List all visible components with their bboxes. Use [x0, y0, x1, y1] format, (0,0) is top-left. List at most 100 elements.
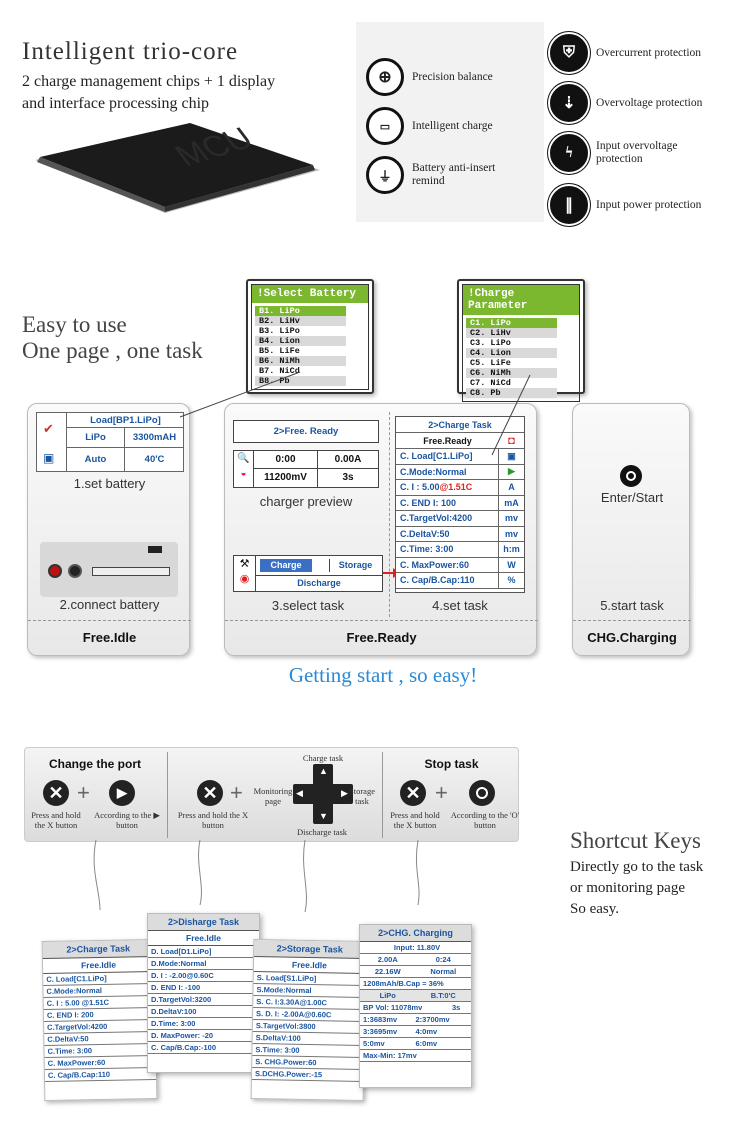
search-icon[interactable]: 🔍	[237, 453, 250, 464]
section1-subtitle-2: and interface processing chip	[22, 95, 210, 112]
parameter-option[interactable]: C2. LiHv	[466, 328, 557, 338]
change-port-caption-2: According to the ▶ button	[94, 810, 160, 830]
charge-tag-row: C. Cap/B.Cap:110	[44, 1068, 157, 1082]
charge-task-row-label: C.Mode:Normal	[396, 464, 499, 479]
charging-max-min: Max-Min: 17mv	[360, 1050, 471, 1062]
charge-task-row-text: C. END I: 100	[400, 497, 457, 508]
discharge-tag-sub: Free.Idle	[148, 931, 259, 946]
crosshair-icon: ⊕	[366, 58, 404, 96]
storage-task-tag: 2>Storage Task Free.Idle S. Load[S1.LiPo…	[250, 939, 367, 1101]
overvoltage-icon: ⇣	[550, 84, 588, 122]
panel-chg-charging: Enter/Start 5.start task CHG.Charging	[572, 403, 691, 656]
battery-option[interactable]: B2. LiHv	[255, 316, 346, 326]
charge-task-row[interactable]: C. END I: 100 mA	[396, 495, 524, 511]
change-port-title: Change the port	[49, 757, 141, 771]
set-battery-mode[interactable]: Auto	[67, 448, 125, 471]
parameter-option[interactable]: C8. Pb	[466, 388, 557, 398]
battery-option[interactable]: B3. LiPo	[255, 326, 346, 336]
charge-task-row-text: C.TargetVol:4200	[400, 513, 473, 524]
panel-free-ready: 2>Free. Ready 🔍 ◒ 0:00 0.00A 11200mV 3s …	[224, 403, 538, 656]
discharge-tag-row: D.Time: 3:00	[148, 1018, 259, 1030]
plus-icon: +	[435, 780, 448, 805]
charging-bt: B.T:0'C	[430, 991, 456, 1000]
discharge-tag-row: D.Mode:Normal	[148, 958, 259, 970]
cell-2: 2:3700mv	[415, 1015, 450, 1024]
parameter-option[interactable]: C3. LiPo	[466, 338, 557, 348]
o-button-icon[interactable]	[469, 780, 495, 806]
x-button-icon[interactable]: ✕	[400, 780, 426, 806]
battery-status-icon: ◒	[240, 468, 247, 479]
free-idle-state: Free.Idle	[82, 630, 137, 645]
feature-input-power: ∥ Input power protection	[550, 186, 701, 224]
set-battery-caption: 1.set battery	[73, 476, 146, 491]
charge-task-row[interactable]: C. Load[C1.LiPo]▣	[396, 449, 524, 465]
discharge-task-caption: Discharge task	[296, 827, 348, 837]
cell-6: 6:0mv	[415, 1039, 438, 1048]
parameter-option[interactable]: C1. LiPo	[466, 318, 557, 328]
preview-current: 0.00A	[318, 451, 378, 469]
connect-battery-caption: 2.connect battery	[59, 597, 160, 612]
stop-icon[interactable]: ◉	[239, 573, 250, 585]
battery-option[interactable]: B5. LiFe	[255, 346, 346, 356]
battery-option[interactable]: B1. LiPo	[255, 306, 346, 316]
set-battery-load[interactable]: Load[BP1.LiPo]	[67, 413, 184, 428]
charge-task-row[interactable]: C.Mode:Normal▶	[396, 464, 524, 480]
plus-icon: +	[230, 780, 243, 805]
change-port-caption-1: Press and hold the X button	[31, 810, 81, 830]
discharge-tag-row: D. END I: -100	[148, 982, 259, 994]
shortcut-keys-title: Shortcut Keys	[570, 828, 701, 853]
parameter-option[interactable]: C7. NiCd	[466, 378, 557, 388]
charge-task-row-unit: mv	[504, 513, 518, 524]
battery-option[interactable]: B4. Lion	[255, 336, 346, 346]
charge-task-button[interactable]: Charge	[260, 559, 312, 572]
storage-tag-row: S.DCHG.Power:-15	[251, 1068, 364, 1082]
discharge-task-button[interactable]: Discharge	[297, 578, 341, 588]
parameter-option[interactable]: C5. LiFe	[466, 358, 557, 368]
battery-option[interactable]: B6. NiMh	[255, 356, 346, 366]
charge-task-row-text: C.DeltaV:50	[400, 528, 450, 539]
battery-option[interactable]: B7. NiCd	[255, 366, 346, 376]
select-battery-header: !Select Battery	[252, 285, 368, 303]
discharge-tag-row: D.DeltaV:100	[148, 1006, 259, 1018]
stop-task-caption-2: According to the 'O' button	[450, 810, 520, 830]
charge-task-row[interactable]: C.TargetVol:4200 mv	[396, 511, 524, 527]
cell-3: 3:3695mv	[363, 1027, 398, 1036]
select-task-caption: 3.select task	[271, 598, 345, 613]
stop-task-title: Stop task	[424, 757, 479, 771]
charge-task-row[interactable]: C. Cap/B.Cap:110%	[396, 573, 524, 589]
battery-option[interactable]: B8. Pb	[255, 376, 346, 386]
x-button-icon[interactable]: ✕	[197, 780, 223, 806]
preview-title: 2>Free. Ready	[233, 420, 379, 443]
dpad-icon[interactable]: ▲ ▼ ◀ ▶	[293, 764, 353, 824]
battery-select-icon[interactable]: ✔	[43, 421, 54, 436]
charge-task-row-unit: mA	[504, 497, 519, 508]
tools-icon[interactable]: ⚒	[239, 558, 250, 570]
set-battery-type[interactable]: LiPo	[67, 428, 125, 448]
play-button-icon[interactable]: ▶	[109, 780, 135, 806]
shortcut-desc-3: So easy.	[570, 901, 620, 917]
set-battery-temp[interactable]: 40'C	[144, 454, 165, 465]
charging-watt: 22.16W	[374, 967, 401, 976]
save-icon[interactable]: ▣	[43, 451, 55, 465]
charger-ports-image	[40, 542, 178, 597]
chg-charging-state: CHG.Charging	[587, 630, 677, 645]
x-button-icon[interactable]: ✕	[43, 780, 69, 806]
stop-icon[interactable]: ◘	[508, 434, 515, 447]
parameter-option[interactable]: C6. NiMh	[466, 368, 557, 378]
charge-task-row-label: C.TargetVol:4200	[396, 511, 499, 526]
parameter-option[interactable]: C4. Lion	[466, 348, 557, 358]
preview-voltage: 11200mV	[254, 469, 318, 487]
storage-tag-head: 2>Storage Task	[254, 940, 366, 959]
charge-task-row-text: C. I : 5.00	[400, 482, 440, 493]
storage-task-button[interactable]: Storage	[329, 559, 381, 572]
enter-start-button[interactable]	[620, 465, 642, 487]
plug-icon: ⏚	[366, 156, 404, 194]
charge-task-tag: 2>Charge Task Free.Idle C. Load[C1.LiPo]…	[41, 939, 158, 1101]
feature-precision-balance: ⊕ Precision balance	[366, 58, 493, 96]
set-battery-capacity[interactable]: 3300mAH	[125, 428, 184, 448]
